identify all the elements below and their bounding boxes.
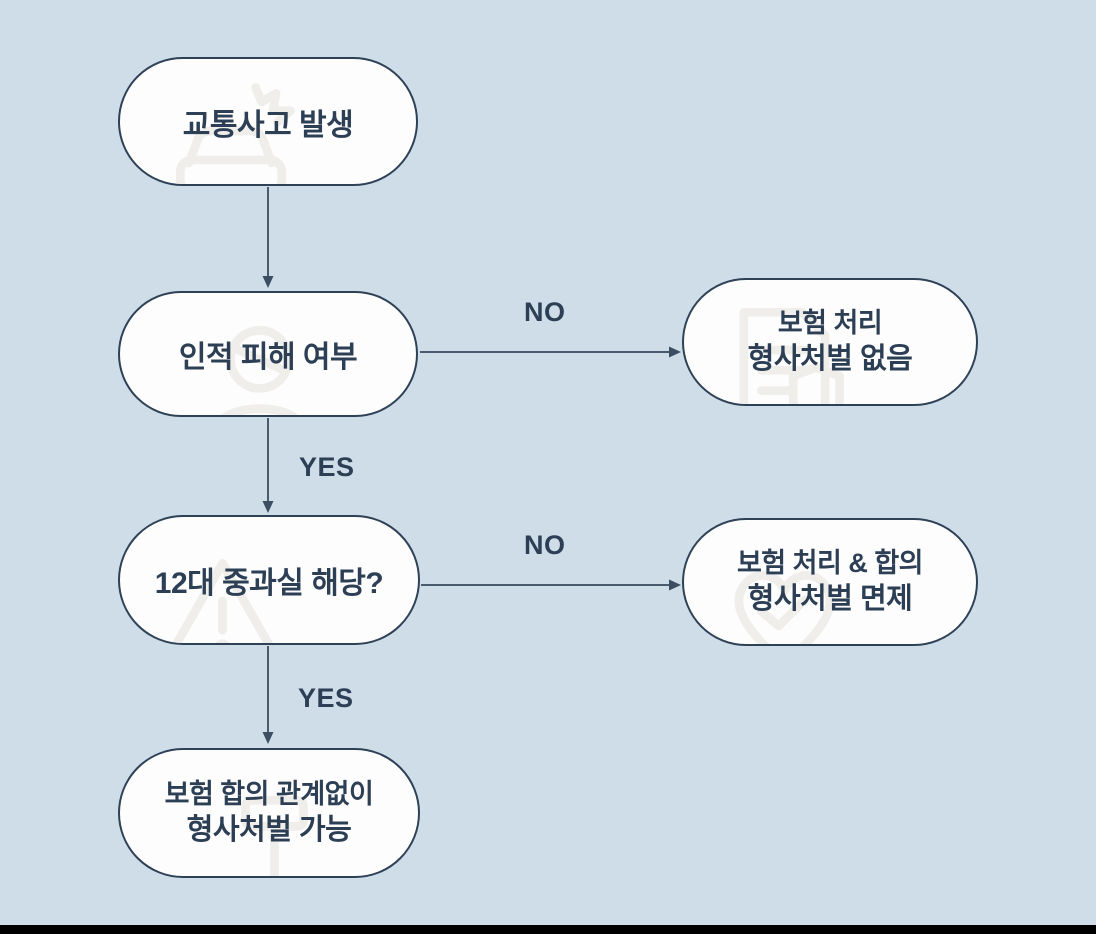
node-outcome-no-injury: 보험 처리 형사처벌 없음 [682, 278, 978, 406]
arrow-accident-to-injury [262, 187, 274, 288]
node-accident-start: 교통사고 발생 [118, 57, 418, 186]
node-outcome-no-negligence-line1: 보험 처리 & 합의 [736, 547, 924, 578]
edge-label-no-1: NO [524, 297, 566, 327]
node-outcome-criminal-line1: 보험 합의 관계없이 [164, 778, 374, 809]
arrow-negligence-yes [262, 646, 274, 744]
node-injury-label: 인적 피해 여부 [178, 341, 358, 374]
node-injury-decision: 인적 피해 여부 [118, 291, 418, 417]
arrow-injury-no [420, 346, 681, 358]
node-outcome-no-negligence-line2: 형사처벌 면제 [747, 583, 913, 616]
edge-label-yes-1: YES [299, 452, 355, 482]
node-outcome-criminal: 보험 합의 관계없이 형사처벌 가능 [118, 748, 420, 878]
edge-label-no-2: NO [524, 530, 566, 560]
node-negligence-decision: 12대 중과실 해당? [118, 515, 420, 645]
node-outcome-criminal-line2: 형사처벌 가능 [186, 814, 352, 847]
bottom-bar [0, 925, 1096, 934]
node-accident-label: 교통사고 발생 [182, 108, 354, 142]
node-outcome-no-injury-line1: 보험 처리 [777, 307, 883, 338]
node-negligence-label: 12대 중과실 해당? [154, 567, 384, 600]
node-outcome-no-negligence: 보험 처리 & 합의 형사처벌 면제 [682, 518, 978, 646]
edge-label-yes-2: YES [298, 683, 354, 713]
node-outcome-no-injury-line2: 형사처벌 없음 [747, 343, 913, 376]
arrow-negligence-no [421, 579, 681, 591]
arrow-injury-yes [262, 418, 274, 513]
